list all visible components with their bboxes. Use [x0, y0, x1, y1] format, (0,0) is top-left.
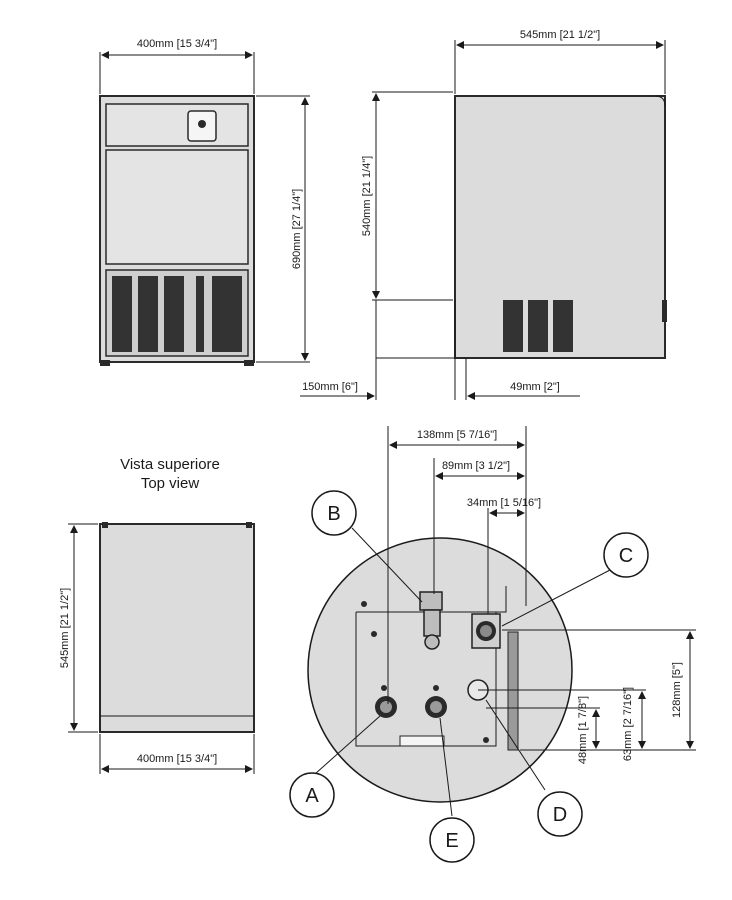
svg-text:E: E [445, 830, 458, 852]
front-view: 400mm [15 3/4"] 690mm [27 1/4"] [99, 38, 310, 366]
front-foot-right [244, 360, 254, 366]
callout-a: A [289, 772, 335, 818]
front-door-panel [105, 149, 249, 265]
leader-e [439, 717, 453, 817]
callout-e: E [429, 817, 475, 863]
side-grille [503, 300, 573, 352]
leader-a [314, 715, 381, 775]
top-depth-label: 545mm [21 1/2"] [59, 588, 71, 668]
top-view-caption-it: Vista superiore [120, 456, 220, 473]
dim-138-label: 138mm [5 7/16"] [417, 429, 497, 441]
detail-back-panel [507, 631, 519, 751]
callout-c: C [603, 532, 649, 578]
dim-48-label: 48mm [1 7/8"] [577, 696, 589, 764]
dim-89-label: 89mm [3 1/2"] [442, 460, 510, 472]
front-foot-left [100, 360, 110, 366]
power-outlet [471, 613, 501, 649]
front-grille [112, 276, 242, 352]
dim-63-label: 63mm [2 7/16"] [622, 687, 634, 761]
dim-128-label: 128mm [5"] [671, 662, 683, 718]
leader-c [501, 569, 611, 627]
leader-d [485, 699, 546, 791]
top-view-caption-en: Top view [141, 475, 200, 492]
side-drain-fitting [662, 300, 667, 322]
switch-knob-icon [198, 120, 206, 128]
svg-text:B: B [327, 503, 340, 525]
dim-34-label: 34mm [1 5/16"] [467, 497, 541, 509]
detail-view: 138mm [5 7/16"] 89mm [3 1/2"] 34mm [1 5/… [289, 426, 696, 863]
side-view: 545mm [21 1/2"] 540mm [21 1/4"] 150mm [6… [300, 29, 667, 400]
top-cabinet [99, 523, 255, 733]
top-width-label: 400mm [15 3/4"] [137, 753, 217, 765]
front-height-label: 690mm [27 1/4"] [291, 189, 303, 269]
front-top-panel [105, 103, 249, 147]
front-width-label: 400mm [15 3/4"] [137, 38, 217, 50]
top-view: Vista superiore Top view 545mm [21 1/2"]… [59, 456, 255, 774]
detail-label-plate [399, 735, 445, 747]
side-height-label: 540mm [21 1/4"] [361, 156, 373, 236]
leg-offset-label: 150mm [6"] [302, 381, 358, 393]
svg-text:D: D [553, 804, 567, 826]
side-depth-label: 545mm [21 1/2"] [520, 29, 600, 41]
water-inlet-fitting [419, 591, 443, 650]
svg-text:C: C [619, 545, 633, 567]
leader-b [351, 527, 423, 603]
callout-b: B [311, 490, 357, 536]
callout-d: D [537, 791, 583, 837]
svg-text:A: A [305, 785, 319, 807]
detail-circle [307, 537, 573, 803]
back-offset-label: 49mm [2"] [510, 381, 560, 393]
